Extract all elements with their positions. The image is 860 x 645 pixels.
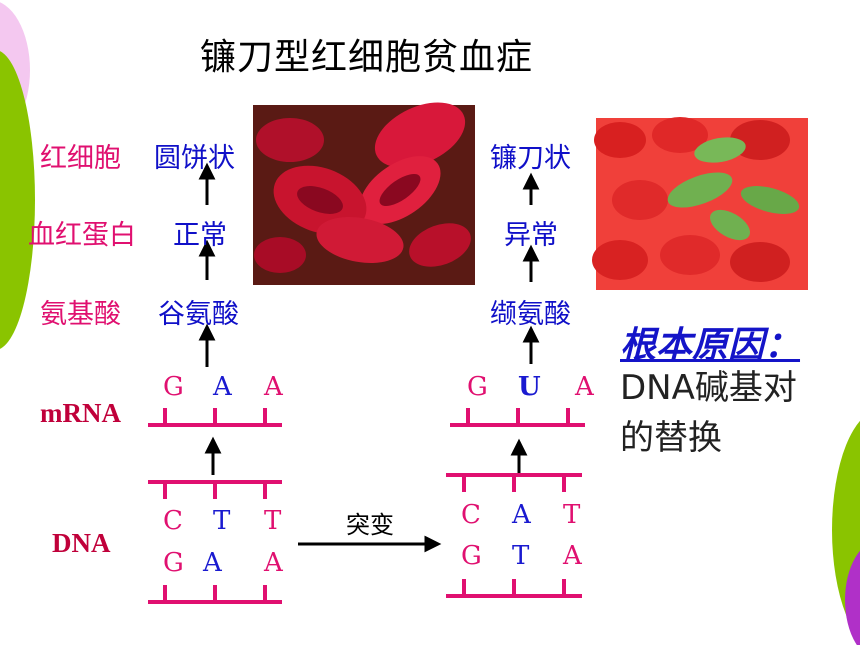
normal-amino-acid: 谷氨酸	[158, 299, 239, 330]
mutant-dna-bottom-base: T	[512, 541, 530, 571]
mutant-dna-top-base: T	[563, 500, 581, 530]
root-cause-title: 根本原因：	[620, 324, 801, 366]
slide-title: 镰刀型红细胞贫血症	[200, 37, 534, 78]
dna-row-label: DNA	[52, 528, 111, 558]
sickle-cells-image	[592, 117, 808, 290]
mutant-amino-acid: 缬氨酸	[490, 299, 571, 330]
mutant-dna-top-base: A	[512, 500, 531, 530]
mutant-dna-bottom-base: A	[563, 541, 582, 571]
amino-acid-label: 氨基酸	[40, 299, 121, 330]
mutant-protein-state: 异常	[504, 220, 558, 251]
mutant-mrna-base: U	[518, 372, 541, 402]
normal-dna-bottom-base: A	[203, 548, 222, 578]
mutant-dna-bottom-base: G	[461, 541, 482, 571]
normal-mrna-base: G	[163, 372, 184, 402]
mutant-mrna-base: A	[575, 372, 594, 402]
normal-cell-shape: 圆饼状	[154, 143, 235, 174]
normal-protein-state: 正常	[173, 220, 227, 251]
mutant-arrows	[510, 172, 540, 473]
root-cause-line2: 的替换	[620, 418, 722, 458]
cell-label: 红细胞	[40, 143, 121, 174]
mrna-row-label: mRNA	[40, 398, 121, 428]
normal-mrna-base: A	[213, 372, 232, 402]
normal-strands	[148, 408, 282, 604]
normal-dna-bottom-base: A	[264, 548, 283, 578]
normal-dna-top-base: T	[213, 506, 231, 536]
normal-mrna-base: A	[264, 372, 283, 402]
mutant-cell-shape: 镰刀状	[490, 143, 571, 174]
mutation-arrow	[298, 535, 442, 553]
normal-dna-top-base: C	[163, 506, 183, 536]
right-purple-oval-decor	[845, 550, 860, 645]
mutant-dna-top-base: C	[461, 500, 481, 530]
root-cause-line1: DNA碱基对	[620, 368, 797, 408]
left-green-oval-decor	[0, 51, 35, 349]
mutant-mrna-base: G	[467, 372, 488, 402]
normal-dna-top-base: T	[264, 506, 282, 536]
normal-dna-bottom-base: G	[163, 548, 184, 578]
normal-arrows	[198, 162, 222, 475]
protein-label: 血红蛋白	[28, 220, 136, 251]
mutation-label: 突变	[346, 511, 394, 539]
mutant-strands	[446, 408, 585, 598]
normal-cells-image	[253, 102, 475, 285]
